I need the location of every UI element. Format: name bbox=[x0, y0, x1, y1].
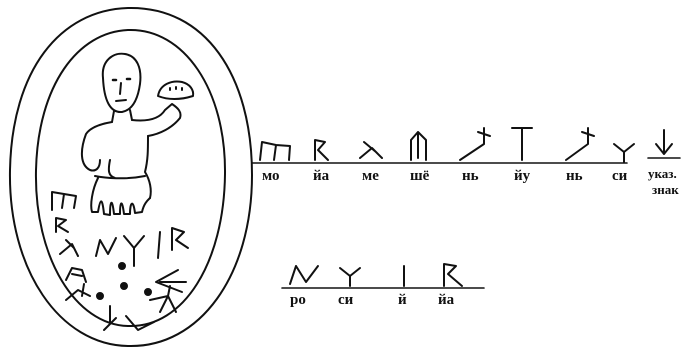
row2-transcription bbox=[282, 264, 484, 288]
row1-rune-me bbox=[360, 142, 382, 158]
row1-label-ia: йа bbox=[313, 168, 329, 184]
rune-t-on-plaque bbox=[104, 306, 116, 330]
dot-2 bbox=[121, 283, 127, 289]
rune-she-on-plaque bbox=[66, 268, 86, 282]
rune-k-on-plaque bbox=[126, 316, 154, 330]
row1-rune-yu bbox=[512, 128, 532, 160]
rune-ia-on-plaque bbox=[56, 218, 68, 232]
dot-1 bbox=[119, 263, 125, 269]
dot-3 bbox=[97, 293, 103, 299]
row1-label-she: шё bbox=[410, 168, 429, 184]
pointer-sign bbox=[656, 130, 672, 154]
row1-rune-n bbox=[460, 128, 490, 160]
figure-body bbox=[82, 122, 112, 171]
rune-mo-on-plaque bbox=[52, 192, 76, 210]
row1-label-si: си bbox=[612, 168, 627, 184]
row1-rune-mo bbox=[260, 142, 290, 160]
figure-belt bbox=[95, 160, 145, 178]
row2-label-i: й bbox=[398, 292, 407, 308]
pointer-label-line1: указ. bbox=[648, 166, 677, 182]
bread-loaf bbox=[158, 82, 193, 99]
row1-rune-ia bbox=[315, 140, 328, 160]
row2-rune-ia bbox=[444, 264, 462, 286]
dot-4 bbox=[145, 289, 151, 295]
rune-ro-on-plaque bbox=[96, 238, 116, 256]
row2-label-ia: йа bbox=[438, 292, 454, 308]
rune-arrow-on-plaque bbox=[156, 270, 186, 292]
row1-label-n: нь bbox=[462, 168, 479, 184]
figure-skirt bbox=[91, 178, 150, 215]
amulet-outer-rim bbox=[10, 8, 252, 346]
row1-label-yu: йу bbox=[514, 168, 530, 184]
human-figure bbox=[82, 54, 193, 215]
rune-y-on-plaque bbox=[150, 286, 176, 312]
bread-marks bbox=[170, 87, 182, 90]
figure-raised-arm bbox=[132, 104, 181, 136]
row1-rune-she bbox=[411, 132, 426, 160]
row1-rune-si bbox=[614, 144, 634, 162]
amulet-plaque bbox=[10, 8, 252, 346]
row2-label-si: си bbox=[338, 292, 353, 308]
row1-label-n2: нь bbox=[566, 168, 583, 184]
pointer-label-line2: знак bbox=[652, 182, 679, 198]
row1-transcription bbox=[252, 128, 680, 163]
row2-rune-si bbox=[340, 268, 360, 286]
row1-rune-n2 bbox=[566, 128, 594, 160]
figure-torso-side bbox=[145, 136, 151, 198]
row1-label-mo: мо bbox=[262, 168, 280, 184]
rune-me-on-plaque bbox=[60, 240, 78, 256]
rune-ia2-on-plaque bbox=[172, 228, 188, 250]
rune-si-on-plaque bbox=[124, 236, 144, 266]
row1-label-me: ме bbox=[362, 168, 379, 184]
row2-label-ro: ро bbox=[290, 292, 306, 308]
figure-eyes bbox=[113, 79, 130, 80]
rune-i-on-plaque bbox=[158, 232, 160, 258]
row2-rune-ro bbox=[290, 266, 318, 284]
figure-nose-mouth bbox=[116, 83, 126, 101]
